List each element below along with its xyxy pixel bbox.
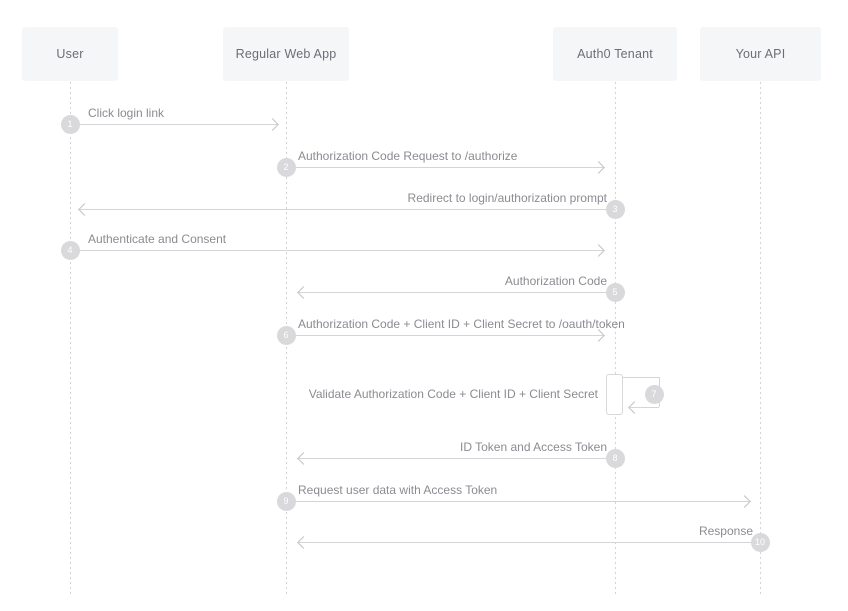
arrow-line xyxy=(70,123,277,125)
step-circle: 9 xyxy=(276,491,296,511)
actor-box-auth0-tenant: Auth0 Tenant xyxy=(553,27,677,81)
lifeline-your-api xyxy=(759,82,761,595)
message-label: Authorization Code Request to /authorize xyxy=(298,149,518,163)
actor-label-your-api: Your API xyxy=(735,47,786,61)
step-number: 1 xyxy=(67,119,73,129)
step-circle: 3 xyxy=(605,199,625,219)
arrow-line xyxy=(299,541,760,543)
step-number: 6 xyxy=(283,330,289,340)
step-number: 8 xyxy=(612,453,618,463)
self-loop-top-line xyxy=(623,377,659,378)
message-label: Request user data with Access Token xyxy=(298,483,498,497)
arrow-left-icon xyxy=(297,285,310,299)
step-number: 7 xyxy=(651,389,657,399)
actor-label-user: User xyxy=(56,47,84,61)
arrow-left-icon xyxy=(78,202,91,216)
arrow-right-icon xyxy=(592,160,605,174)
lifeline-user xyxy=(69,82,71,595)
step-circle: 4 xyxy=(60,240,80,260)
step-circle: 8 xyxy=(605,448,625,468)
actor-box-regular-web-app: Regular Web App xyxy=(223,27,349,81)
step-circle: 1 xyxy=(60,114,80,134)
step-circle: 10 xyxy=(750,532,770,552)
step-circle: 5 xyxy=(605,282,625,302)
arrow-left-icon xyxy=(297,535,310,549)
arrow-line xyxy=(70,249,603,251)
actor-box-your-api: Your API xyxy=(700,27,821,81)
step-number: 10 xyxy=(754,537,765,547)
step-circle: 2 xyxy=(276,157,296,177)
step-number: 4 xyxy=(67,245,73,255)
message-label: Response xyxy=(698,524,753,538)
message-label: Authenticate and Consent xyxy=(88,232,227,246)
arrow-line xyxy=(299,291,615,293)
arrow-left-icon xyxy=(628,401,641,414)
message-label: Redirect to login/authorization prompt xyxy=(407,191,607,205)
step-number: 9 xyxy=(283,496,289,506)
step-circle: 6 xyxy=(276,325,296,345)
self-loop-bottom-line xyxy=(630,407,659,408)
message-label: Validate Authorization Code + Client ID … xyxy=(308,387,598,401)
arrow-line xyxy=(286,166,603,168)
arrow-line xyxy=(286,500,749,502)
step-number: 3 xyxy=(612,204,618,214)
arrow-left-icon xyxy=(297,451,310,465)
step-number: 2 xyxy=(283,162,289,172)
arrow-right-icon xyxy=(592,243,605,257)
step-circle: 7 xyxy=(644,384,664,404)
actor-label-regular-web-app: Regular Web App xyxy=(235,47,337,61)
message-label: Authorization Code + Client ID + Client … xyxy=(298,317,625,331)
arrow-line xyxy=(286,334,603,336)
lifeline-auth0-tenant xyxy=(614,82,616,595)
arrow-right-icon xyxy=(738,494,751,508)
message-label: Click login link xyxy=(88,106,165,120)
message-label: Authorization Code xyxy=(504,274,607,288)
actor-box-user: User xyxy=(22,27,118,81)
step-number: 5 xyxy=(612,287,618,297)
actor-label-auth0-tenant: Auth0 Tenant xyxy=(577,47,653,61)
activation-box xyxy=(606,374,623,415)
message-label: ID Token and Access Token xyxy=(460,440,607,454)
arrow-line xyxy=(80,208,615,210)
arrow-right-icon xyxy=(266,117,279,131)
arrow-line xyxy=(299,457,615,459)
